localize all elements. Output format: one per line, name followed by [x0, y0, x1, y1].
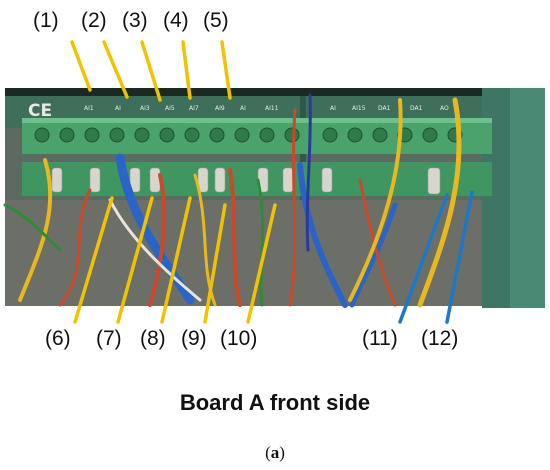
label-10: (10) — [220, 327, 258, 350]
svg-text:CE: CE — [28, 101, 52, 121]
svg-text:AI5: AI5 — [165, 105, 175, 112]
subfigure-letter: a — [270, 443, 280, 462]
svg-text:AO: AO — [440, 105, 449, 112]
label-3: (3) — [122, 9, 148, 32]
svg-text:AI3: AI3 — [140, 105, 150, 112]
label-12: (12) — [421, 327, 459, 350]
label-4: (4) — [163, 9, 189, 32]
figure-caption: Board A front side — [179, 390, 371, 415]
svg-text:AI15: AI15 — [352, 105, 366, 112]
label-5: (5) — [203, 9, 229, 32]
subfigure-open-paren: ( — [265, 443, 271, 462]
label-7: (7) — [96, 327, 122, 350]
label-2: (2) — [81, 9, 107, 32]
svg-text:AI11: AI11 — [265, 105, 279, 112]
svg-text:AI: AI — [330, 105, 336, 112]
label-9: (9) — [181, 327, 207, 350]
svg-text:DA1: DA1 — [378, 105, 391, 112]
svg-text:AI: AI — [240, 105, 246, 112]
svg-text:AI9: AI9 — [215, 105, 225, 112]
svg-text:AI7: AI7 — [189, 105, 199, 112]
label-1: (1) — [33, 9, 59, 32]
label-11: (11) — [362, 327, 398, 350]
label-6: (6) — [45, 327, 71, 350]
label-8: (8) — [140, 327, 166, 350]
subfigure-close-paren: ) — [279, 443, 285, 462]
subfigure-label: (a) — [0, 443, 550, 463]
svg-text:AI: AI — [115, 105, 121, 112]
svg-text:AI1: AI1 — [84, 105, 94, 112]
svg-text:DA1: DA1 — [410, 105, 423, 112]
